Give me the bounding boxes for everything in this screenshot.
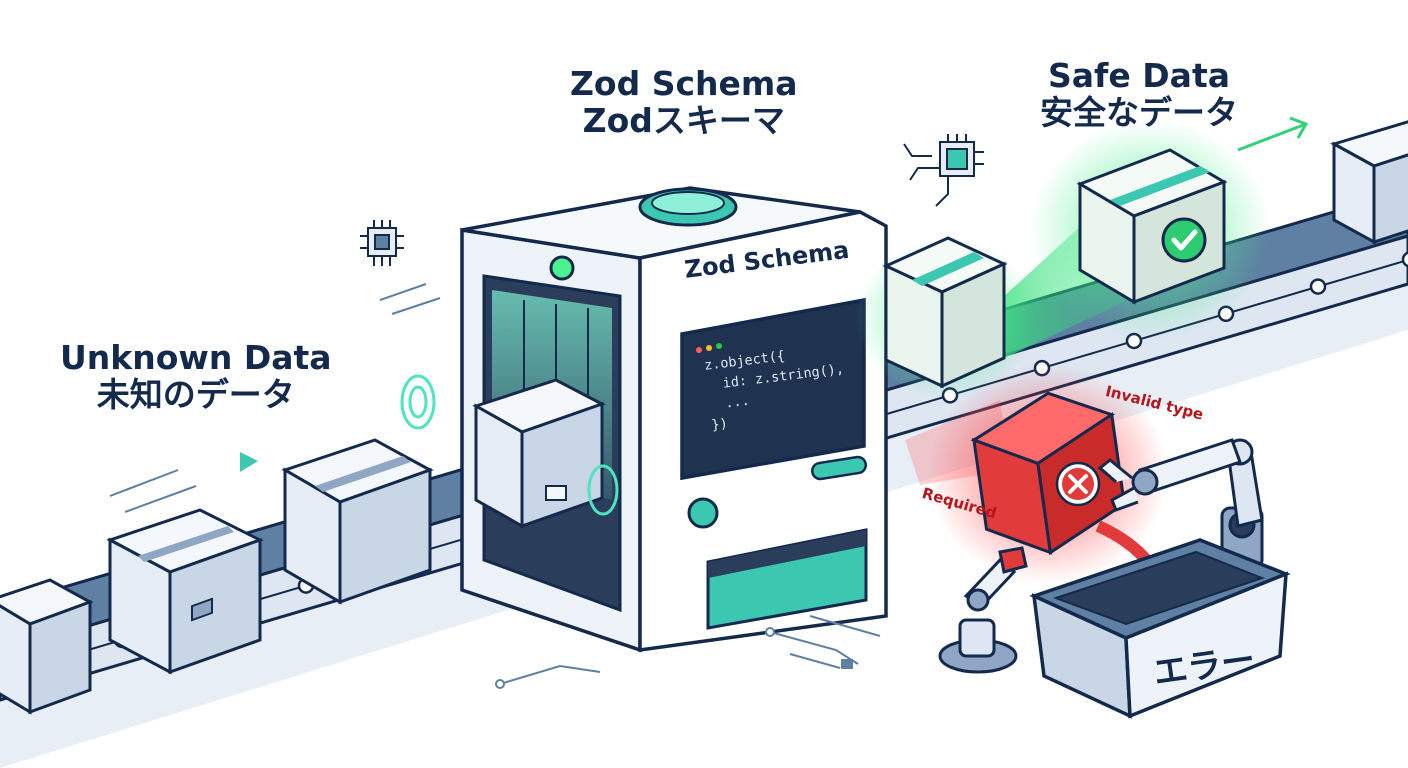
check-icon: [1161, 217, 1207, 263]
circuit-traces: [495, 615, 881, 689]
schema-code: z.object({ id: z.string(), ...}): [703, 339, 850, 435]
scan-ring: [587, 464, 619, 516]
unknown-data-label-ja: 未知のデータ: [96, 374, 295, 414]
zod-schema-machine: [460, 186, 888, 653]
safe-data-label-en: Safe Data: [1048, 56, 1230, 95]
unknown-box-1: [0, 578, 94, 715]
arrow-right-icon: [1237, 116, 1309, 152]
inspection-lamp: [938, 546, 1028, 674]
scanned-box: [472, 378, 606, 529]
zod-schema-label-en: Zod Schema: [570, 64, 798, 103]
chip-icon: [360, 220, 404, 266]
belt-roller: [1401, 251, 1408, 268]
error-bin: [1029, 538, 1291, 719]
validated-box: [856, 236, 1036, 398]
zod-schema-label: Zod Schema Zodスキーマ: [570, 64, 798, 140]
cross-icon: [1055, 461, 1101, 507]
play-arrow-icon: [240, 452, 258, 472]
zod-schema-label-ja: Zodスキーマ: [582, 100, 785, 140]
unknown-box-2: [106, 508, 264, 675]
scan-ring: [400, 374, 436, 430]
belt-roller: [1309, 278, 1327, 295]
unknown-data-label-en: Unknown Data: [60, 338, 332, 377]
unknown-box-3: [281, 438, 434, 605]
speed-lines: [109, 283, 441, 513]
exit-box: [1330, 120, 1408, 245]
safe-data-label-ja: 安全なデータ: [1040, 92, 1238, 132]
safe-data-label: Safe Data 安全なデータ: [1040, 56, 1238, 132]
unknown-data-label: Unknown Data 未知のデータ: [60, 338, 332, 414]
robot-arm: [1097, 438, 1264, 570]
chip-icon: [903, 134, 984, 207]
safe-box: [1030, 120, 1270, 340]
